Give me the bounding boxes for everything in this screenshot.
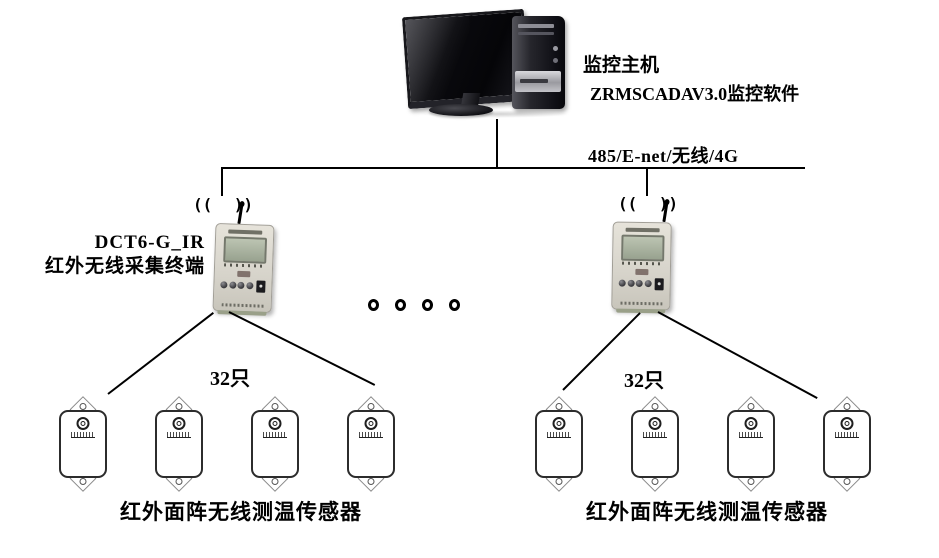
lens-icon <box>364 417 378 430</box>
computer-shadow <box>420 110 570 118</box>
device-logo <box>236 270 250 278</box>
sensor-icon <box>59 396 107 492</box>
host-label-line1: 监控主机 <box>583 55 660 76</box>
device-rect-button <box>256 280 266 293</box>
device-label-strip <box>619 301 662 306</box>
power-button-icon <box>553 46 558 51</box>
signal-arc-left: (( <box>193 195 213 214</box>
signal-arc-left: (( <box>618 194 638 213</box>
sensor-tiny-text <box>643 432 667 438</box>
lens-icon <box>268 417 282 430</box>
sensor-tiny-text <box>167 432 191 438</box>
sensor-tiny-text <box>359 432 383 438</box>
monitor-base-icon <box>429 104 493 116</box>
sensor-tiny-text <box>739 432 763 438</box>
host-drop-line <box>496 119 498 168</box>
sensor-tiny-text <box>547 432 571 438</box>
device-lcd-screen <box>223 236 268 264</box>
terminal-label-line1: DCT6-G_IR <box>94 232 205 253</box>
left-group-label: 红外面阵无线测温传感器 <box>120 500 362 524</box>
sensor-tiny-text <box>835 432 859 438</box>
device-lcd-screen <box>621 234 665 262</box>
lens-icon <box>840 417 854 430</box>
bus-line <box>222 167 805 169</box>
left-fanout-line-1 <box>107 312 214 395</box>
lens-icon <box>648 417 662 430</box>
device-rect-button <box>654 278 664 291</box>
left-sensor-count-label: 32只 <box>210 368 250 390</box>
ellipsis-dot <box>422 299 433 311</box>
device-led-row <box>622 261 663 266</box>
sensor-icon <box>251 396 299 492</box>
ellipsis-dot <box>368 299 379 311</box>
terminal-label: DCT6-G_IR 红外无线采集终端 <box>22 231 205 279</box>
ellipsis-dot <box>395 299 406 311</box>
device-led-row <box>224 263 265 268</box>
terminal-label-line2: 红外无线采集终端 <box>44 256 205 277</box>
tower-front-panel-icon <box>515 71 561 92</box>
left-terminal-drop-line <box>221 167 223 196</box>
sensor-tiny-text <box>263 432 287 438</box>
device-logo <box>634 268 648 276</box>
lens-icon <box>172 417 186 430</box>
right-terminal-drop-line <box>646 167 648 196</box>
lens-icon <box>744 417 758 430</box>
right-group-label: 红外面阵无线测温传感器 <box>586 500 828 524</box>
lens-icon <box>552 417 566 430</box>
host-label: 监控主机 ZRMSCADAV3.0监控软件 <box>583 52 799 108</box>
left-fanout-line-2 <box>228 311 376 386</box>
drive-bay-icon <box>518 32 554 35</box>
host-label-line2: ZRMSCADAV3.0监控软件 <box>590 84 800 104</box>
collection-terminal-device-right <box>611 221 672 314</box>
device-buttons <box>220 281 254 290</box>
device-base <box>217 310 267 316</box>
device-title-strip <box>227 229 262 235</box>
right-sensor-count-label: 32只 <box>624 370 664 392</box>
drive-bay-icon <box>518 24 554 28</box>
reset-button-icon <box>553 58 558 63</box>
sensor-tiny-text <box>71 432 95 438</box>
sensor-icon <box>347 396 395 492</box>
device-title-strip <box>625 227 660 233</box>
sensor-icon <box>727 396 775 492</box>
device-buttons <box>618 279 652 288</box>
ellipsis-dot <box>449 299 460 311</box>
lens-icon <box>76 417 90 430</box>
ellipsis-dots <box>368 299 460 311</box>
sensor-icon <box>535 396 583 492</box>
sensor-icon <box>155 396 203 492</box>
sensor-icon <box>823 396 871 492</box>
device-label-strip <box>221 303 264 308</box>
right-fanout-line-2 <box>657 311 818 399</box>
collection-terminal-device-left <box>212 222 275 316</box>
bus-label: 485/E-net/无线/4G <box>588 146 739 166</box>
computer-tower-icon <box>512 16 565 109</box>
sensor-icon <box>631 396 679 492</box>
